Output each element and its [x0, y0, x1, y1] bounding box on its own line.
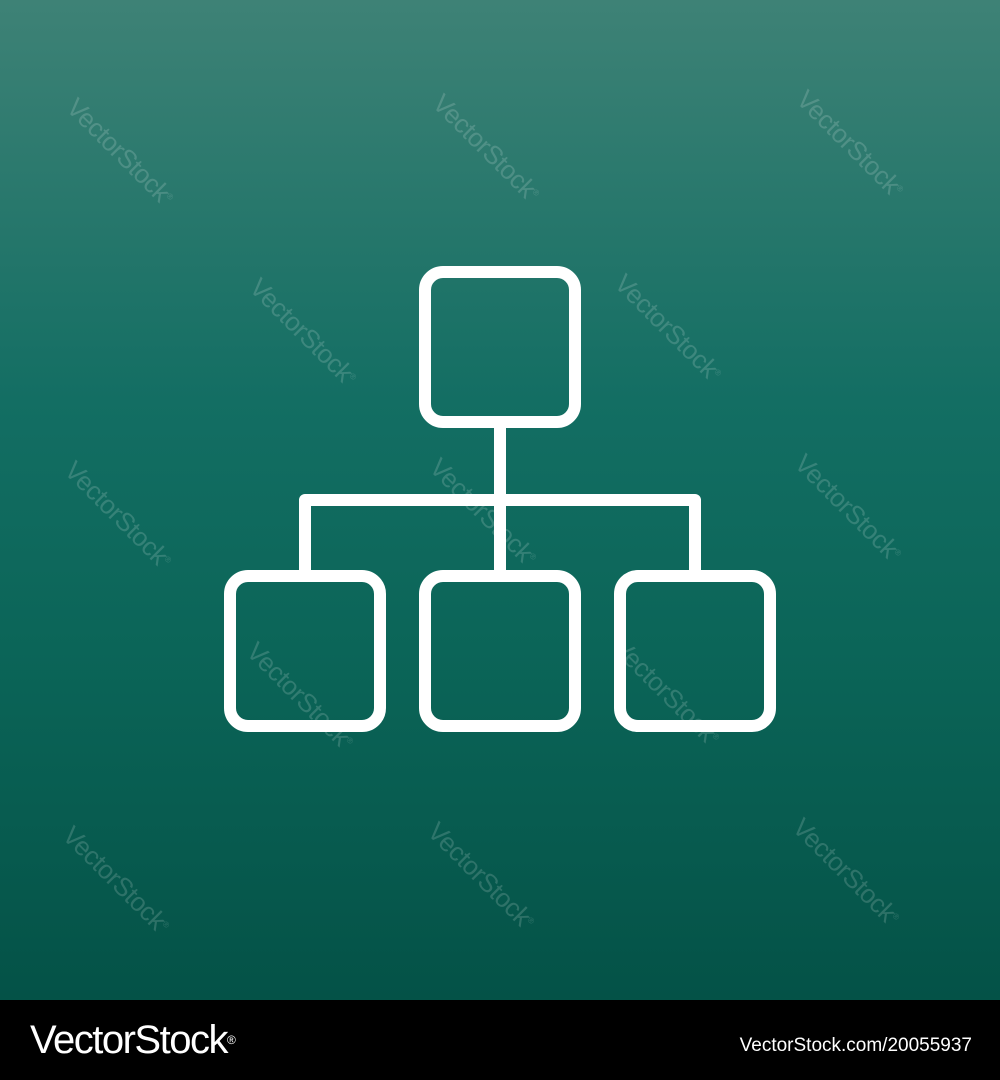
child-node-box-center: [419, 570, 581, 732]
child-node-box-right: [614, 570, 776, 732]
root-node-box: [419, 266, 581, 428]
footer-bar: VectorStock® VectorStock.com/20055937: [0, 1000, 1000, 1080]
child-node-box-left: [224, 570, 386, 732]
image-id-label: VectorStock.com/20055937: [739, 1035, 972, 1056]
brand-logo-text: VectorStock: [30, 1018, 228, 1062]
hierarchy-structure-icon: [224, 266, 776, 732]
brand-logo: VectorStock®: [30, 1018, 236, 1062]
brand-logo-mark: ®: [226, 1033, 236, 1047]
image-canvas: VectorStock®VectorStock®VectorStock®Vect…: [0, 0, 1000, 1000]
